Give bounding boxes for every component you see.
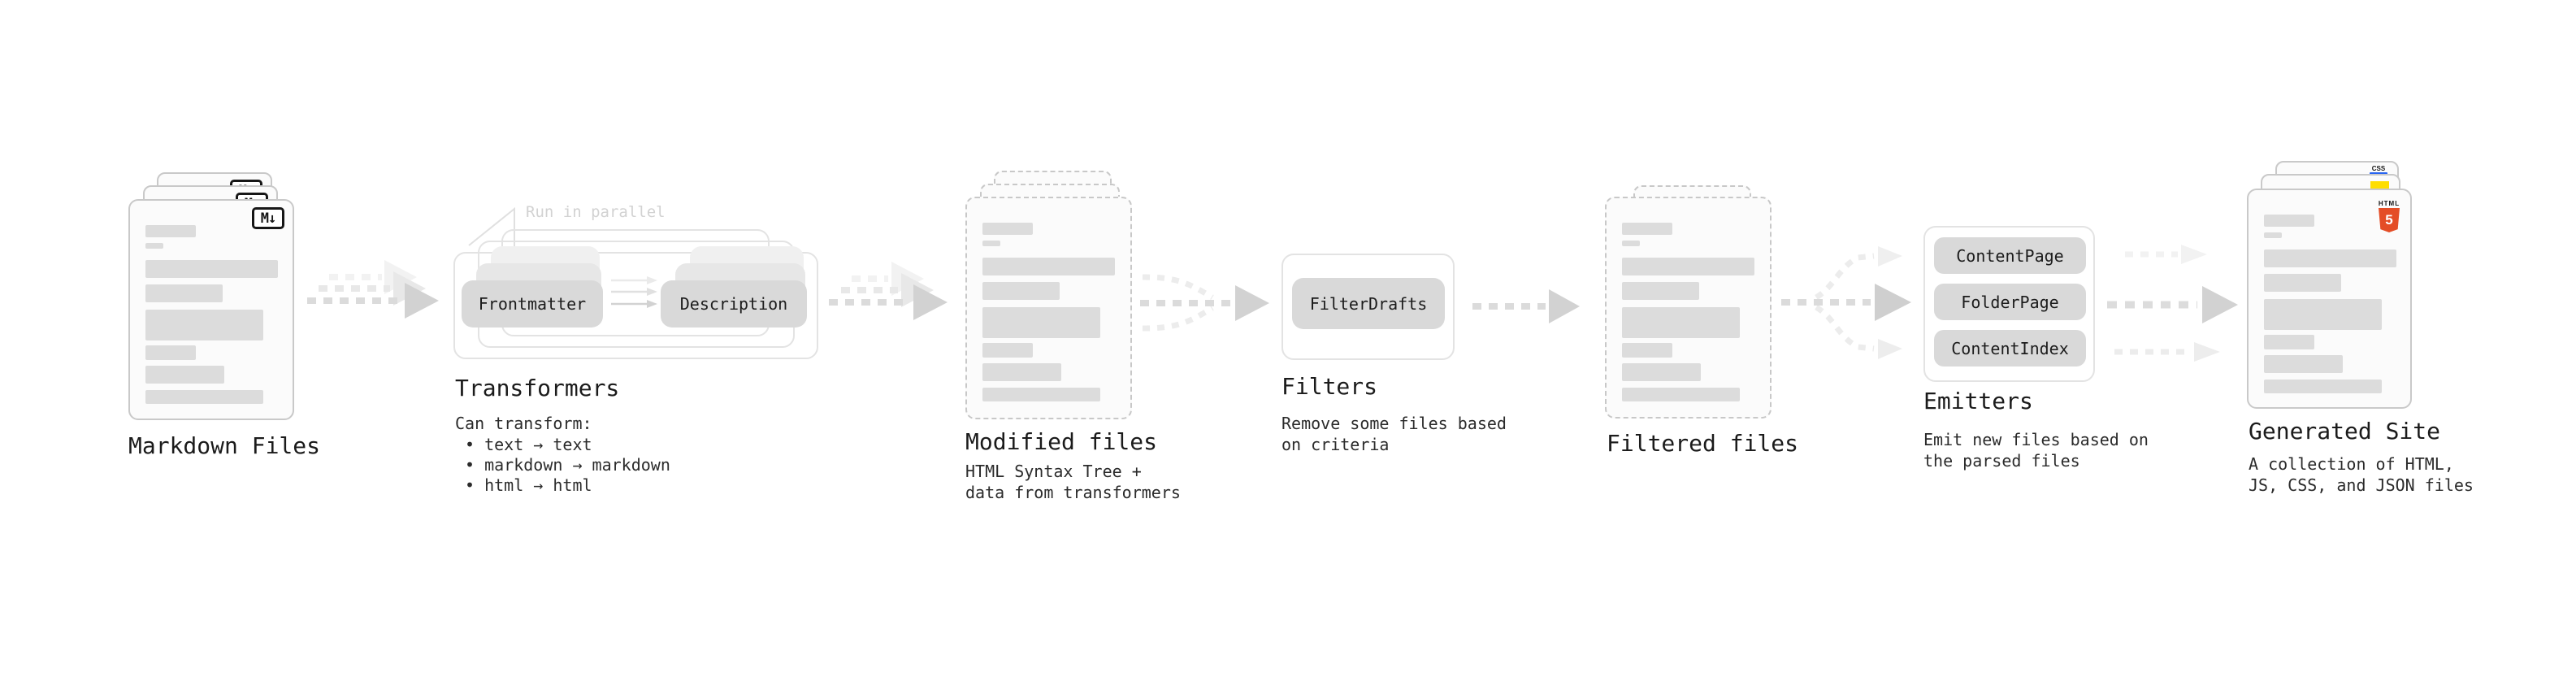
transformers-bullet: • html → html <box>465 475 592 495</box>
content-line-bar <box>1622 307 1740 338</box>
emitters-title: Emitters <box>1923 388 2033 414</box>
content-line-bar <box>982 343 1033 358</box>
filtered-files-title: Filtered files <box>1607 430 1799 457</box>
arrow-filtered-to-emitters <box>1781 246 1911 359</box>
content-line-bar <box>2264 215 2314 227</box>
html5-icon: HTML 5 <box>2378 200 2400 232</box>
markdown-icon: M↓ <box>252 207 284 229</box>
modified-files-title: Modified files <box>965 428 1158 455</box>
content-line-bar <box>1622 343 1672 358</box>
markdown-files-title: Markdown Files <box>128 432 321 459</box>
site-file-card-html: HTML 5 <box>2247 189 2412 409</box>
transformers-title: Transformers <box>455 375 620 401</box>
content-line-bar <box>145 345 196 360</box>
content-line-bar <box>2264 274 2341 292</box>
filterdrafts-pill: FilterDrafts <box>1292 278 1445 329</box>
arrow-frontmatter-to-description <box>611 276 657 308</box>
content-line-bar <box>1622 258 1754 275</box>
arrow-transformers-to-modified <box>829 262 948 320</box>
content-line-bar <box>2264 249 2396 267</box>
content-line-bar <box>982 241 1000 246</box>
generated-site-title: Generated Site <box>2249 418 2441 445</box>
filtered-file-card <box>1605 197 1772 419</box>
content-line-bar <box>145 284 223 302</box>
content-line-bar <box>145 310 263 340</box>
arrow-modified-to-filters <box>1140 274 1269 332</box>
filters-title: Filters <box>1281 373 1378 400</box>
content-line-bar <box>982 223 1033 235</box>
arrow-markdown-to-transformers <box>307 260 439 319</box>
contentindex-pill: ContentIndex <box>1934 330 2086 367</box>
content-line-bar <box>2264 335 2314 349</box>
emitters-desc: Emit new files based on the parsed files <box>1923 430 2149 471</box>
arrow-filters-to-filtered <box>1472 289 1580 323</box>
contentpage-pill: ContentPage <box>1934 237 2086 274</box>
modified-file-card <box>965 197 1132 419</box>
description-pill: Description <box>661 280 807 327</box>
content-line-bar <box>982 307 1100 338</box>
content-line-bar <box>982 258 1115 275</box>
content-line-bar <box>1622 388 1740 401</box>
content-line-bar <box>145 260 278 278</box>
content-line-bar <box>1622 241 1640 246</box>
js-icon <box>2370 181 2389 189</box>
filters-desc: Remove some files based on criteria <box>1281 414 1507 454</box>
run-in-parallel-note: Run in parallel <box>526 203 666 221</box>
content-line-bar <box>145 366 224 384</box>
transformers-desc-heading: Can transform: <box>455 414 592 433</box>
content-line-bar <box>1622 363 1701 381</box>
frontmatter-pill: Frontmatter <box>462 280 603 327</box>
content-line-bar <box>1622 223 1672 235</box>
content-line-bar <box>2264 232 2282 238</box>
transformers-bullet: • text → text <box>465 435 592 454</box>
transformers-bullet: • markdown → markdown <box>465 455 670 475</box>
transformers-box <box>453 252 818 359</box>
content-line-bar <box>145 390 263 404</box>
content-line-bar <box>2264 299 2382 330</box>
content-line-bar <box>145 243 163 249</box>
content-line-bar <box>982 388 1100 401</box>
content-line-bar <box>2264 380 2382 393</box>
modified-files-desc: HTML Syntax Tree + data from transformer… <box>965 462 1181 502</box>
content-line-bar <box>145 225 196 237</box>
content-line-bar <box>982 363 1061 381</box>
markdown-file-card: M↓ <box>128 199 294 420</box>
folderpage-pill: FolderPage <box>1934 284 2086 320</box>
content-line-bar <box>2264 355 2343 373</box>
generated-site-desc: A collection of HTML, JS, CSS, and JSON … <box>2249 454 2474 495</box>
content-line-bar <box>982 282 1060 300</box>
content-line-bar <box>1622 282 1699 300</box>
arrow-emitters-to-generated <box>2107 245 2238 362</box>
